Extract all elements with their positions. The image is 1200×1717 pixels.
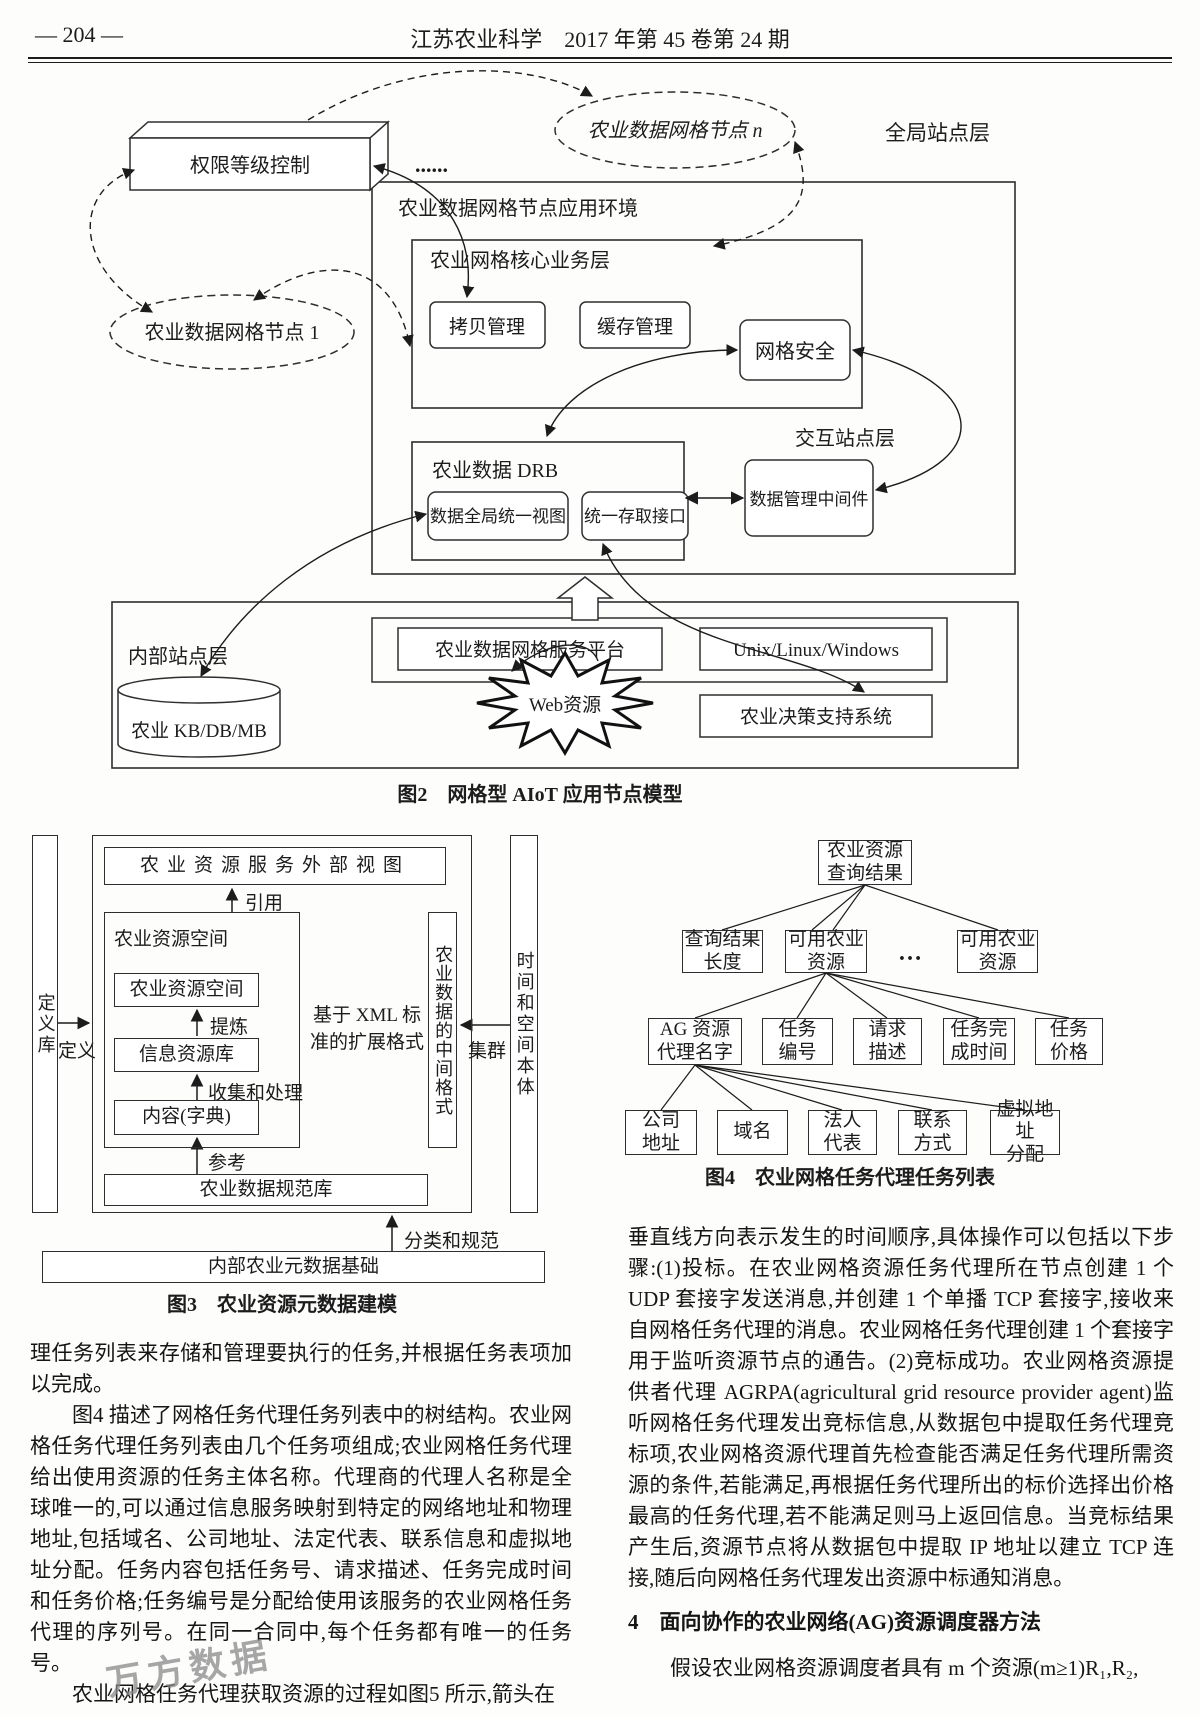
left-paragraph-fig5: 农业网格任务代理获取资源的过程如图5 所示,箭头在 (72, 1682, 555, 1706)
fig3-refine-label: 提炼 (210, 1017, 249, 1038)
unified-access-label: 统一存取接口 (584, 507, 686, 526)
node-n-label: 农业数据网格节点 n (588, 120, 763, 142)
fig4-ag-agent-name-node: AG 资源 代理名字 (648, 1018, 742, 1065)
arrow-security-middleware (851, 346, 962, 494)
fig3-define-label: 定义 (58, 1041, 97, 1062)
ellipsis-dots: ...... (415, 152, 448, 177)
body-left-column: 理任务列表来存储和管理要执行的任务,并根据任务表项加以完成。 图4 描述了网格任… (30, 1338, 572, 1710)
fig3-main-outer-box (92, 835, 472, 1213)
global-layer-label: 全局站点层 (885, 121, 990, 145)
arrow-view-kb (200, 510, 428, 678)
left-paragraph-continuation: 理任务列表来存储和管理要执行的任务,并根据任务表项加以完成。 (30, 1341, 572, 1396)
fig4-contact-node: 联系 方式 (898, 1110, 967, 1155)
kb-cylinder-top (117, 676, 281, 704)
figure3-caption: 图3 农业资源元数据建模 (167, 1294, 397, 1316)
core-layer-label: 农业网格核心业务层 (430, 249, 610, 272)
global-view-label: 数据全局统一视图 (430, 507, 566, 526)
arrow-web-platform (511, 644, 599, 672)
block-up-arrow (555, 576, 615, 621)
interact-layer-label: 交互站点层 (795, 427, 895, 450)
kb-cylinder-body (117, 690, 281, 758)
fig3-spec-lib-box: 农业数据规范库 (104, 1174, 428, 1206)
journal-header: 江苏农业科学 2017 年第 45 卷第 24 期 (410, 27, 790, 52)
fig3-resource-space-inner-box: 农业资源空间 (114, 973, 259, 1007)
figure4-tree-lines (660, 884, 1070, 1111)
fig3-classify-label: 分类和规范 (404, 1231, 500, 1252)
fig4-task-no-node: 任务 编号 (762, 1018, 833, 1065)
grid-security-box (739, 319, 851, 381)
fig4-domain-node: 域名 (717, 1110, 788, 1155)
grid-security-label: 网格安全 (755, 340, 835, 363)
copy-mgmt-label: 拷贝管理 (449, 316, 525, 338)
fig3-xml-label: 基于 XML 标 准的扩展格式 (302, 1000, 432, 1054)
right-paragraph-scheduler: 假设农业网格资源调度者具有 m 个资源(m≥1)R₁,R₂, (670, 1656, 1139, 1680)
fig3-time-space-box: 时间和空间本体 (510, 835, 538, 1213)
arrow-perm-to-node1 (89, 167, 154, 313)
arrow-perm-copy (372, 163, 475, 299)
arrow-drb-security (544, 344, 739, 438)
fig3-mid-format-box: 农业数据的中间格式 (428, 912, 457, 1148)
fig3-refer-label: 参考 (208, 1153, 247, 1174)
fig4-request-desc-node: 请求 描述 (853, 1018, 922, 1065)
arrow-perm-to-noden (307, 70, 594, 121)
unified-access-box (581, 491, 689, 541)
internal-layer-box (111, 601, 1019, 769)
platform-label: 农业数据网格服务平台 (435, 639, 625, 661)
fig4-legal-rep-node: 法人 代表 (808, 1110, 877, 1155)
fig3-collect-label: 收集和处理 (208, 1083, 304, 1104)
fig3-content-dict-box: 内容(字典) (114, 1100, 259, 1135)
arrow-access-dss (601, 542, 865, 693)
dss-label: 农业决策支持系统 (740, 706, 892, 728)
fig4-available-resource-node: 可用农业 资源 (785, 929, 867, 973)
header-rule-top (28, 57, 1172, 59)
figure2-caption: 图2 网格型 AIoT 应用节点模型 (397, 784, 683, 806)
figure2-grid-aiot-model: 农业数据网格节点应用环境 农业网格核心业务层 拷贝管理 缓存管理 网格安全 农业… (89, 70, 1019, 769)
app-env-label: 农业数据网格节点应用环境 (398, 197, 638, 220)
fig4-root-node: 农业资源 查询结果 (818, 840, 912, 885)
fig4-query-length-node: 查询结果 长度 (682, 929, 763, 973)
global-view-box (427, 491, 569, 541)
fig4-task-time-node: 任务完 成时间 (943, 1018, 1015, 1065)
perm-control-label: 权限等级控制 (190, 154, 310, 177)
fig3-cluster-label: 集群 (468, 1041, 507, 1062)
page-number: — 204 — (35, 22, 123, 47)
perm-box-top (128, 121, 390, 139)
header-rule-bottom (28, 62, 1172, 63)
drb-label: 农业数据 DRB (432, 459, 558, 482)
fig3-cite-label: 引用 (245, 893, 284, 914)
right-paragraph-steps: 垂直线方向表示发生的时间顺序,具体操作可以包括以下步骤:(1)投标。在农业网格资… (628, 1225, 1174, 1590)
fig4-edges (660, 884, 1070, 1111)
fig4-ellipsis: … (898, 940, 922, 966)
data-middleware-label: 数据管理中间件 (750, 490, 869, 509)
fig4-virtual-addr-node: 虚拟地址 分配 (990, 1099, 1060, 1165)
kb-label: 农业 KB/DB/MB (131, 720, 267, 742)
fig3-external-view-box: 农业资源服务外部视图 (104, 847, 446, 885)
fig4-available-resource-node-2: 可用农业 资源 (957, 929, 1038, 973)
fig3-meta-base-box: 内部农业元数据基础 (42, 1251, 545, 1283)
web-label: Web资源 (529, 694, 601, 716)
arrow-noden-to-core (712, 140, 805, 250)
data-middleware-box (744, 459, 874, 537)
body-right-column: 垂直线方向表示发生的时间顺序,具体操作可以包括以下步骤:(1)投标。在农业网格资… (628, 1222, 1174, 1684)
perm-box-front (129, 137, 371, 191)
fig4-company-addr-node: 公司 地址 (625, 1110, 697, 1155)
figure4-caption: 图4 农业网格任务代理任务列表 (705, 1167, 995, 1189)
node-1-label: 农业数据网格节点 1 (145, 321, 320, 344)
dss-box (699, 694, 933, 738)
arrow-node1-to-core (253, 269, 414, 348)
section4-heading: 4 面向协作的农业网络(AG)资源调度器方法 (628, 1610, 1041, 1634)
fig4-task-price-node: 任务 价格 (1035, 1018, 1103, 1065)
left-paragraph-fig4: 图4 描述了网格任务代理任务列表中的树结构。农业网格任务代理任务列表由几个任务项… (30, 1403, 572, 1675)
node-n-ellipse (554, 91, 796, 169)
cache-mgmt-label: 缓存管理 (597, 316, 673, 338)
fig3-resource-space-outer-box (104, 912, 300, 1148)
fig3-definition-lib-box: 定义库 (32, 835, 58, 1213)
fig3-resource-space-outer-label: 农业资源空间 (114, 929, 229, 950)
copy-mgmt-box (429, 301, 546, 349)
fig3-info-lib-box: 信息资源库 (114, 1038, 259, 1072)
